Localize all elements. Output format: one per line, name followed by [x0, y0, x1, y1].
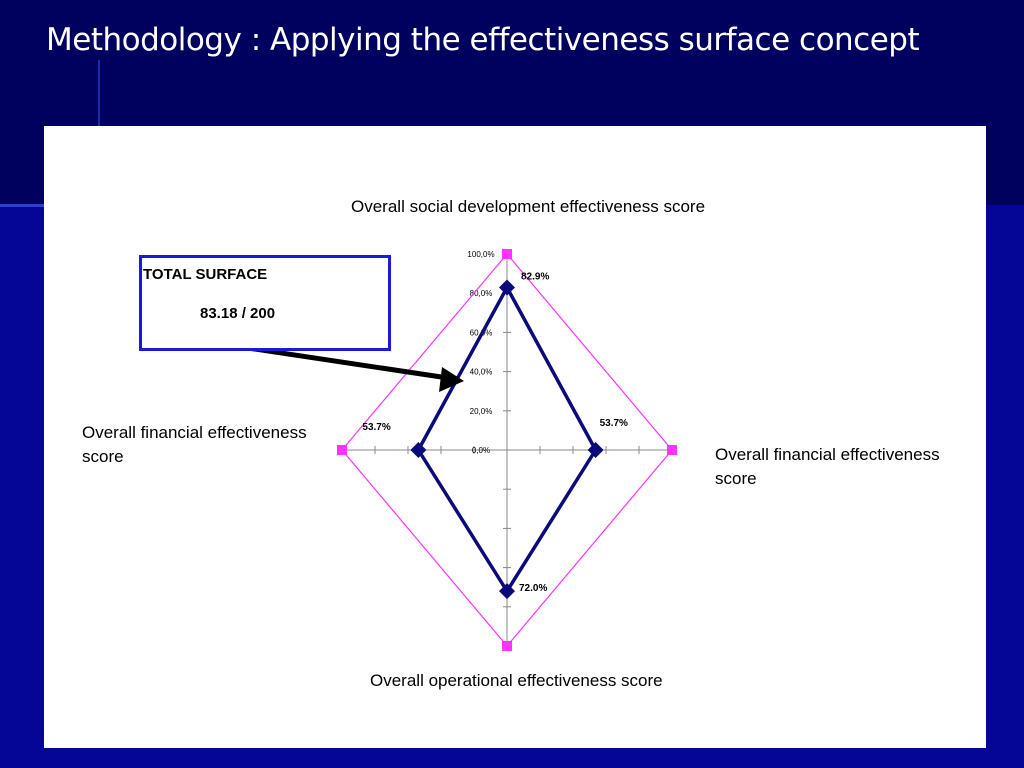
tick-label: 80,0%	[470, 289, 493, 298]
axis-label-financial-right: Overall financial effectiveness score	[715, 445, 940, 488]
reference-point	[337, 445, 347, 455]
score-point	[587, 442, 604, 458]
tick-label: 40,0%	[470, 368, 493, 377]
total-surface-value: 83.18 / 200	[200, 305, 276, 322]
reference-point	[502, 641, 512, 651]
data-label: 53.7%	[600, 418, 628, 429]
axis-label-social: Overall social development effectiveness…	[351, 197, 706, 216]
pointer-arrow	[247, 345, 464, 392]
radar-markers	[337, 249, 677, 651]
background-accent-line	[0, 204, 44, 207]
data-label: 72.0%	[519, 583, 547, 594]
radar-chart: 0,0%20,0%40,0%60,0%80,0%100,0% 82.9%53.7…	[247, 249, 677, 651]
tick-label: 0,0%	[472, 446, 490, 455]
score-point	[410, 442, 427, 458]
total-surface-title: TOTAL SURFACE	[143, 266, 268, 283]
reference-point	[502, 249, 512, 259]
data-label: 53.7%	[362, 422, 390, 433]
axis-label-financial-left: Overall financial effectiveness score	[82, 423, 307, 466]
slide-title: Methodology : Applying the effectiveness…	[46, 22, 920, 58]
reference-point	[667, 445, 677, 455]
total-surface-box: TOTAL SURFACE 83.18 / 200	[139, 255, 391, 351]
data-label: 82.9%	[521, 272, 549, 283]
score-point	[499, 583, 515, 600]
radar-data-labels: 82.9% 53.7% 72.0% 53.7%	[362, 272, 628, 595]
chart-panel: 0,0%20,0%40,0%60,0%80,0%100,0% 82.9%53.7…	[44, 126, 986, 748]
tick-label: 100,0%	[467, 250, 494, 259]
background-vertical-line	[98, 60, 100, 126]
axis-label-operational: Overall operational effectiveness score	[370, 671, 663, 690]
tick-label: 20,0%	[470, 407, 493, 416]
score-point	[499, 279, 515, 296]
